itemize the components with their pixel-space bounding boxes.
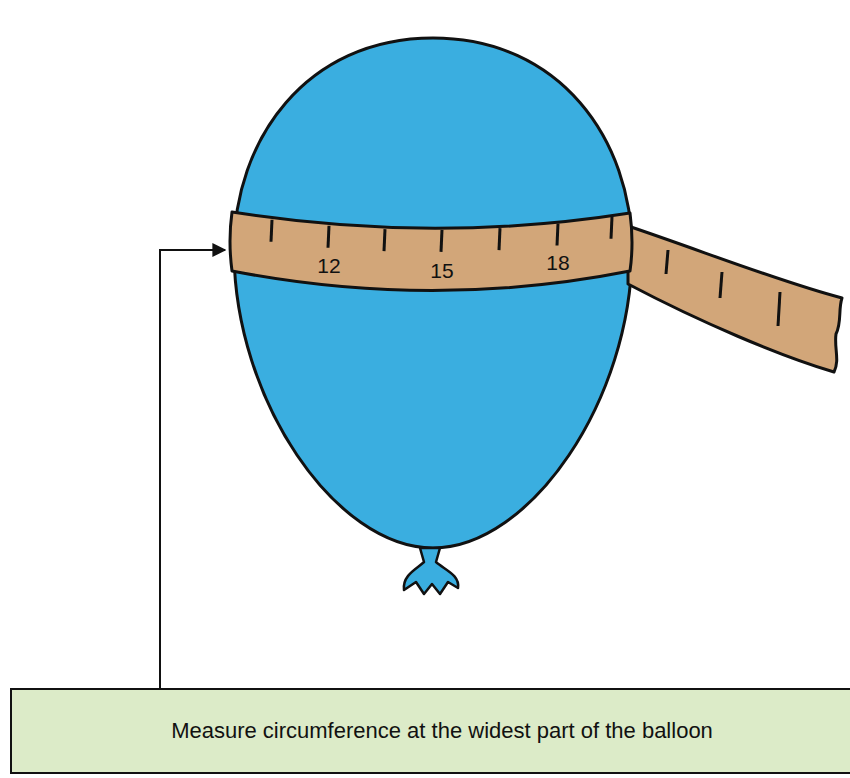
leader-arrow xyxy=(160,250,225,688)
tape-number: 12 xyxy=(317,255,340,276)
tape-band xyxy=(228,205,638,295)
tape-number: 15 xyxy=(430,260,453,281)
instruction-box: Measure circumference at the widest part… xyxy=(10,688,850,774)
instruction-text: Measure circumference at the widest part… xyxy=(171,718,713,744)
balloon-knot xyxy=(404,548,458,594)
measuring-tape: 12 15 18 xyxy=(228,205,638,295)
balloon-body xyxy=(234,38,632,548)
tape-number: 18 xyxy=(546,252,569,273)
tape-tail xyxy=(628,226,842,372)
